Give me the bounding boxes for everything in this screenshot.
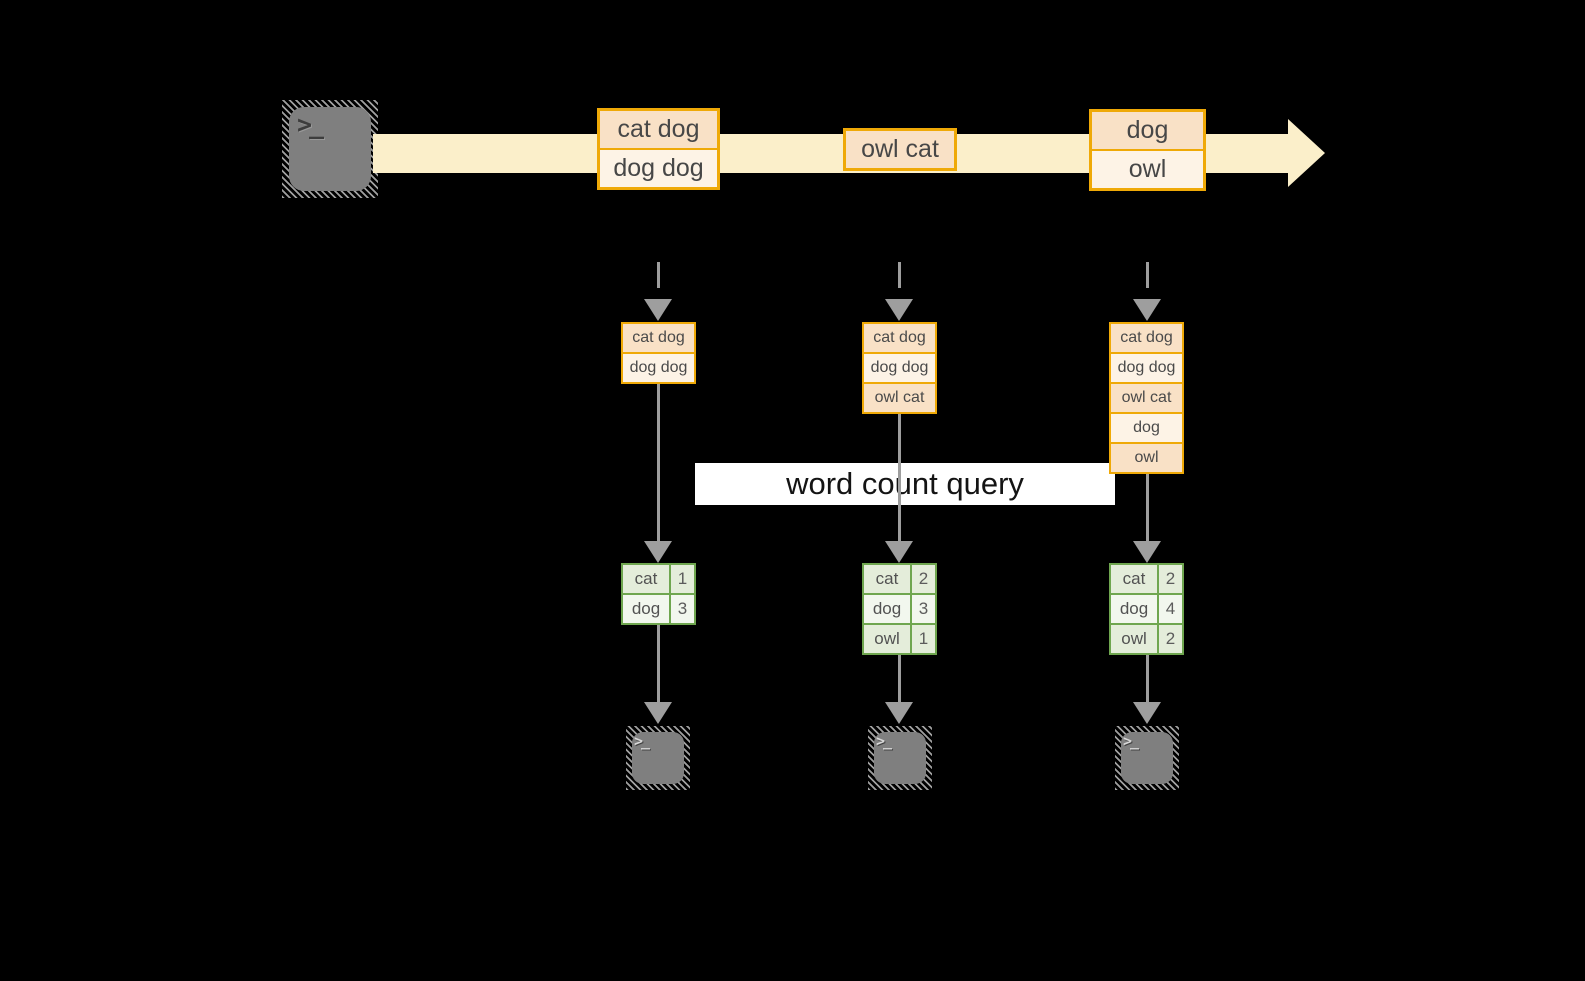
result-count-cell: 4 xyxy=(1165,599,1176,618)
stream-batch-1: cat dog dog dog xyxy=(597,108,720,190)
result-count-cell: 2 xyxy=(1165,569,1176,588)
input-state-table-2: cat dog dog dog owl cat xyxy=(862,322,937,414)
output-flow-line-2 xyxy=(898,655,901,702)
terminal-screen xyxy=(289,107,371,191)
result-word-cell: cat xyxy=(1111,565,1159,593)
output-flow-line-1 xyxy=(657,625,660,702)
result-row: cat 1 xyxy=(623,565,694,593)
microbatch-arrow-line-1 xyxy=(657,262,660,288)
result-count-cell: 1 xyxy=(918,629,929,648)
output-terminal-icon-3: >_ xyxy=(1115,726,1179,790)
stream-arrowhead-icon xyxy=(1288,119,1325,187)
state-record: owl cat xyxy=(864,382,935,412)
terminal-prompt-glyph: >_ xyxy=(1123,732,1139,750)
microbatch-arrow-line-2 xyxy=(898,262,901,288)
down-arrowhead-icon xyxy=(885,299,913,321)
output-terminal-icon-1: >_ xyxy=(626,726,690,790)
state-record: dog dog xyxy=(623,352,694,382)
result-table-2: cat 2 dog 3 owl 1 xyxy=(862,563,937,655)
result-count-cell: 3 xyxy=(677,599,688,618)
result-row: cat 2 xyxy=(1111,565,1182,593)
query-flow-line-3 xyxy=(1146,474,1149,542)
terminal-screen xyxy=(632,732,684,784)
input-state-table-3: cat dog dog dog owl cat dog owl xyxy=(1109,322,1184,474)
result-word-cell: dog xyxy=(623,595,671,623)
result-row: cat 2 xyxy=(864,565,935,593)
state-record: dog dog xyxy=(864,352,935,382)
terminal-prompt-glyph: >_ xyxy=(876,732,892,750)
down-arrowhead-icon xyxy=(1133,702,1161,724)
state-record: owl xyxy=(1111,442,1182,472)
result-table-3: cat 2 dog 4 owl 2 xyxy=(1109,563,1184,655)
source-terminal-icon: >_ xyxy=(282,100,378,198)
query-flow-line-1 xyxy=(657,384,660,542)
stream-record: dog dog xyxy=(600,148,717,187)
down-arrowhead-icon xyxy=(885,541,913,563)
state-record: cat dog xyxy=(864,324,935,352)
down-arrowhead-icon xyxy=(885,702,913,724)
terminal-screen xyxy=(874,732,926,784)
down-arrowhead-icon xyxy=(644,702,672,724)
down-arrowhead-icon xyxy=(1133,299,1161,321)
output-terminal-icon-2: >_ xyxy=(868,726,932,790)
result-word-cell: dog xyxy=(1111,595,1159,623)
output-flow-line-3 xyxy=(1146,655,1149,702)
state-record: dog xyxy=(1111,412,1182,442)
query-flow-line-2 xyxy=(898,414,901,542)
microbatch-arrow-line-3 xyxy=(1146,262,1149,288)
result-word-cell: owl xyxy=(864,625,912,653)
stream-record: cat dog xyxy=(600,111,717,148)
terminal-prompt-glyph: >_ xyxy=(297,110,324,139)
state-record: dog dog xyxy=(1111,352,1182,382)
state-record: owl cat xyxy=(1111,382,1182,412)
result-count-cell: 2 xyxy=(918,569,929,588)
terminal-screen xyxy=(1121,732,1173,784)
result-word-cell: cat xyxy=(864,565,912,593)
down-arrowhead-icon xyxy=(1133,541,1161,563)
result-row: dog 3 xyxy=(623,593,694,623)
result-word-cell: dog xyxy=(864,595,912,623)
state-record: cat dog xyxy=(623,324,694,352)
result-word-cell: cat xyxy=(623,565,671,593)
result-row: dog 3 xyxy=(864,593,935,623)
terminal-prompt-glyph: >_ xyxy=(634,732,650,750)
result-row: dog 4 xyxy=(1111,593,1182,623)
input-state-table-1: cat dog dog dog xyxy=(621,322,696,384)
down-arrowhead-icon xyxy=(644,541,672,563)
state-record: cat dog xyxy=(1111,324,1182,352)
result-word-cell: owl xyxy=(1111,625,1159,653)
down-arrowhead-icon xyxy=(644,299,672,321)
result-row: owl 1 xyxy=(864,623,935,653)
stream-record: owl cat xyxy=(846,131,954,168)
stream-batch-2: owl cat xyxy=(843,128,957,171)
stream-batch-3: dog owl xyxy=(1089,109,1206,191)
result-count-cell: 1 xyxy=(677,569,688,588)
stream-record: owl xyxy=(1092,149,1203,188)
result-count-cell: 3 xyxy=(918,599,929,618)
result-table-1: cat 1 dog 3 xyxy=(621,563,696,625)
result-row: owl 2 xyxy=(1111,623,1182,653)
result-count-cell: 2 xyxy=(1165,629,1176,648)
stream-record: dog xyxy=(1092,112,1203,149)
word-count-query-label: word count query xyxy=(695,463,1115,505)
